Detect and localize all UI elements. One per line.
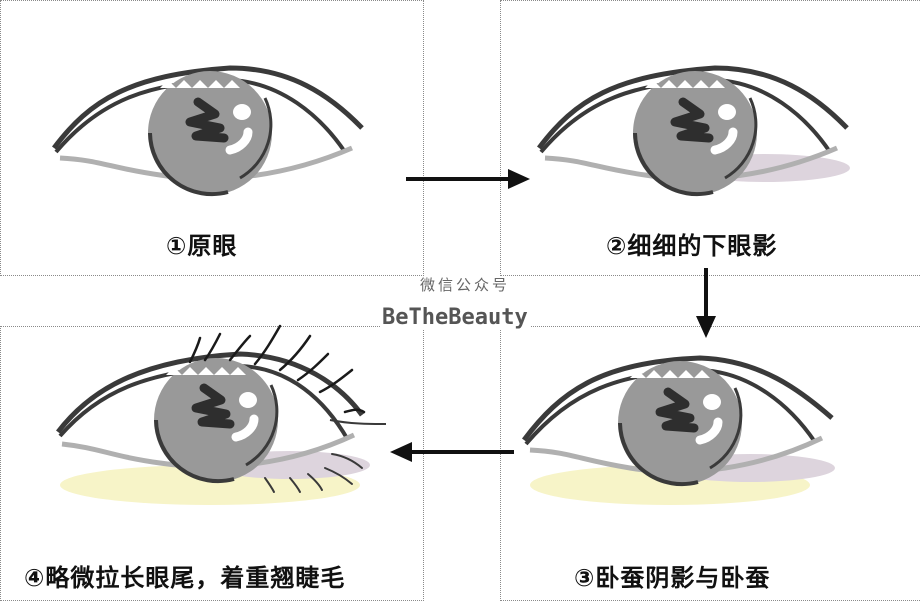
panel-1-label: ①原眼 (166, 232, 238, 260)
eye-illustration-original (52, 65, 364, 197)
watermark-brand: BeTheBeauty (380, 305, 530, 330)
panel-2-label: ②细细的下眼影 (606, 232, 778, 260)
eye-illustration-lashes (56, 324, 387, 505)
eye-illustration-aegyo-sal (522, 355, 835, 505)
arrow-down-icon (696, 268, 716, 338)
watermark-wechat-label: 微信公众号 (420, 276, 511, 294)
arrow-left-icon (390, 442, 514, 462)
arrow-right-icon (406, 169, 530, 189)
eye-illustration-lower-shadow (537, 65, 850, 197)
panel-4-label: ④略微拉长眼尾，着重翘睫毛 (24, 564, 346, 592)
panel-3-label: ③卧蚕阴影与卧蚕 (574, 564, 771, 592)
